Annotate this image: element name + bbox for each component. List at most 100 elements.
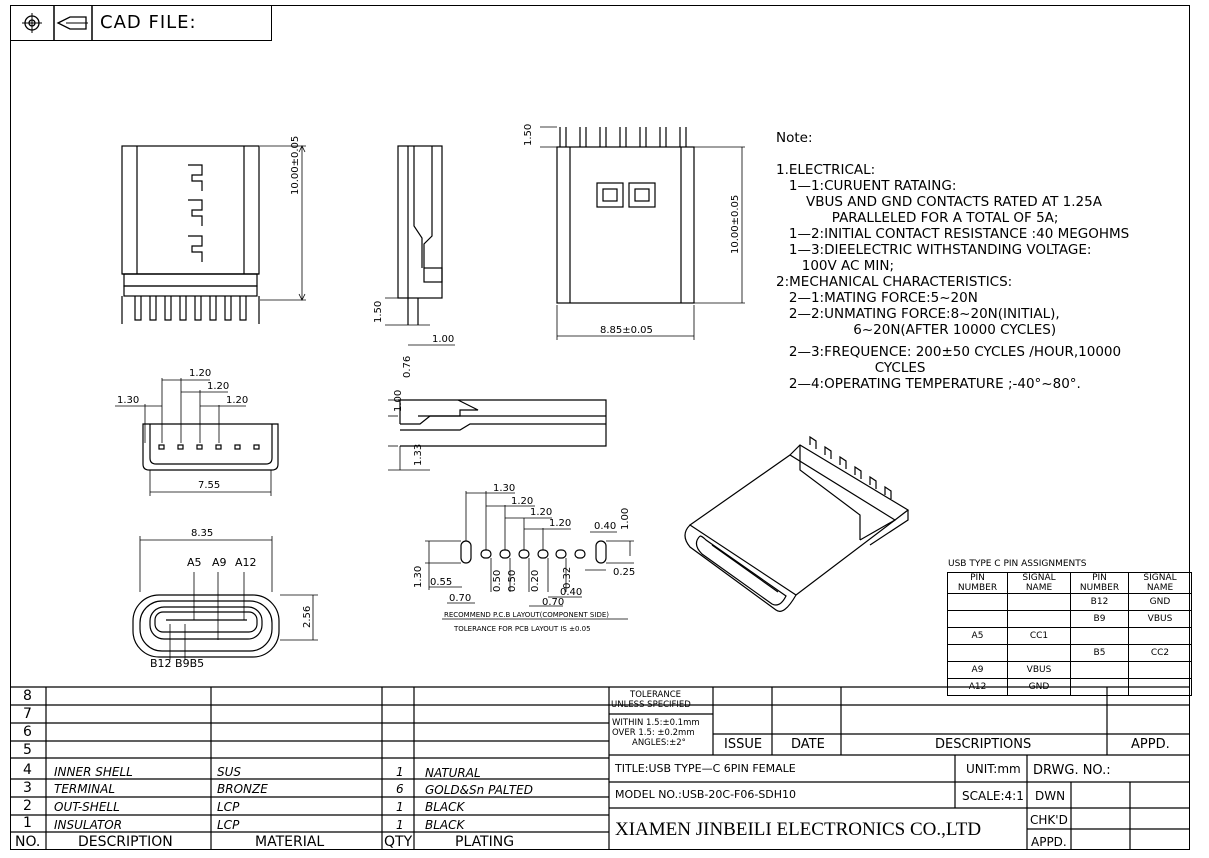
company-name: XIAMEN JINBEILI ELECTRONICS CO.,LTD — [615, 819, 982, 840]
tolerance-unless: UNLESS SPECIFIED — [611, 700, 691, 710]
bom-row-number: 7 — [23, 706, 32, 722]
dwn-label: DWN — [1035, 789, 1066, 803]
dim-back-height: 10.00±0.05 — [730, 194, 741, 254]
bom-row-number: 3 — [23, 780, 32, 796]
dim-side-width: 1.00 — [432, 334, 455, 345]
bom-plating: BLACK — [425, 800, 465, 814]
tolerance-angles: ANGLES:±2° — [632, 738, 686, 748]
dim-side-top: 1.50 — [523, 123, 534, 146]
pcb-dim-020: 0.20 — [530, 569, 541, 592]
table-cell: CC2 — [1128, 644, 1192, 662]
note-line: 2—1:MATING FORCE:5~20N — [776, 290, 978, 306]
pcb-dim-120c: 1.20 — [549, 518, 572, 529]
pcb-dim-120b: 1.20 — [530, 507, 553, 518]
bom-description: INNER SHELL — [54, 765, 133, 779]
table-cell: VBUS — [1007, 661, 1071, 679]
bom-header-description: DESCRIPTION — [78, 834, 173, 850]
table-cell: B5 — [1070, 644, 1129, 662]
pin-view — [115, 378, 279, 496]
tolerance-label: TOLERANCE — [630, 690, 682, 700]
scale-label: SCALE:4:1 — [962, 789, 1024, 803]
table-header: PIN NUMBER — [947, 572, 1008, 594]
note-line: CYCLES — [776, 360, 926, 376]
dim-back-width: 8.85±0.05 — [600, 325, 653, 336]
dim-face-width: 8.35 — [191, 528, 214, 539]
dim-side2-a: 0.76 — [402, 355, 413, 378]
dim-side-bottom: 1.50 — [373, 300, 384, 323]
bom-row-number: 5 — [23, 742, 32, 758]
pcb-dim-070a: 0.70 — [449, 593, 472, 604]
appd-sign-label: APPD. — [1031, 835, 1067, 849]
table-cell — [947, 593, 1008, 611]
front-view — [121, 145, 306, 324]
table-cell — [1128, 627, 1192, 645]
bom-description: TERMINAL — [54, 782, 116, 796]
table-cell: A9 — [947, 661, 1008, 679]
note-line: 2—4:OPERATING TEMPERATURE ;-40°~80°. — [776, 376, 1081, 392]
bom-qty: 6 — [396, 782, 404, 796]
pcb-dim-032: 0.32 — [562, 566, 573, 589]
bom-qty: 1 — [396, 765, 404, 779]
projection-symbol-icon — [22, 5, 93, 41]
note-line: VBUS AND GND CONTACTS RATED AT 1.25A — [776, 194, 1102, 210]
dim-pitch-2: 1.20 — [207, 381, 230, 392]
label-a12: A12 — [235, 556, 257, 569]
chkd-label: CHK'D — [1030, 813, 1068, 827]
tolerance-over: OVER 1.5: ±0.2mm — [612, 728, 695, 738]
label-a5: A5 — [187, 556, 202, 569]
isometric-view — [684, 435, 910, 612]
dim-pitch-1: 1.20 — [189, 368, 212, 379]
table-cell — [1007, 644, 1071, 662]
pcb-dim-025: 0.25 — [613, 567, 636, 578]
dim-pin-span: 7.55 — [198, 480, 221, 491]
dim-pin-offset: 1.30 — [117, 395, 140, 406]
bom-header-no: NO. — [15, 834, 41, 850]
table-cell: A5 — [947, 627, 1008, 645]
date-label: DATE — [791, 737, 825, 752]
bom-material: BRONZE — [217, 782, 268, 796]
pcb-dim-040: 0.40 — [594, 521, 617, 532]
drawing-number-label: DRWG. NO.: — [1033, 763, 1111, 778]
note-line: 2—3:FREQUENCE: 200±50 CYCLES /HOUR,10000 — [776, 344, 1122, 360]
face-view — [132, 536, 318, 660]
table-cell — [1070, 627, 1129, 645]
note-line: 6~20N(AFTER 10000 CYCLES) — [776, 322, 1057, 338]
dim-pitch-3: 1.20 — [226, 395, 249, 406]
table-cell: CC1 — [1007, 627, 1071, 645]
bom-description: OUT-SHELL — [54, 800, 120, 814]
table-cell — [1128, 661, 1192, 679]
pcb-dim-100: 1.00 — [620, 507, 631, 530]
descriptions-label: DESCRIPTIONS — [935, 737, 1032, 752]
bom-plating: GOLD&Sn PALTED — [425, 783, 533, 797]
note-line: 1—3:DIEELECTRIC WITHSTANDING VOLTAGE: — [776, 242, 1092, 258]
drawing-frame — [10, 5, 1190, 850]
bom-row-number: 1 — [23, 815, 32, 831]
pcb-dim-055: 0.55 — [430, 577, 453, 588]
bom-material: LCP — [217, 818, 240, 832]
label-bottom-pins: B12 B9B5 — [150, 657, 205, 670]
note-line: PARALLELED FOR A TOTAL OF 5A; — [776, 210, 1059, 226]
bom-material: LCP — [217, 800, 240, 814]
bom-description: INSULATOR — [54, 818, 123, 832]
dim-side2-c: 1.33 — [413, 443, 424, 466]
tolerance-within: WITHIN 1.5:±0.1mm — [612, 718, 700, 728]
bom-header-plating: PLATING — [455, 834, 515, 850]
dim-front-height: 10.00±0.05 — [290, 135, 301, 195]
dim-side2-b: 1.00 — [393, 389, 404, 412]
bom-row-number: 8 — [23, 688, 32, 704]
pcb-layout-view — [425, 491, 634, 620]
table-header-row: PIN NUMBER SIGNAL NAME PIN NUMBER SIGNAL… — [947, 572, 1192, 594]
pcb-dim-040b: 0.40 — [560, 587, 583, 598]
table-cell: VBUS — [1128, 610, 1192, 628]
table-cell — [1007, 610, 1071, 628]
table-header: SIGNAL NAME — [1128, 572, 1192, 594]
technical-drawing — [115, 126, 910, 660]
note-line: Note: — [776, 130, 813, 146]
pcb-dim-050a: 0.50 — [492, 569, 503, 592]
bom-row-number: 6 — [23, 724, 32, 740]
pin-assignment-table: PIN NUMBER SIGNAL NAME PIN NUMBER SIGNAL… — [947, 572, 1192, 696]
pcb-caption-2: TOLERANCE FOR PCB LAYOUT IS ±0.05 — [454, 625, 591, 633]
